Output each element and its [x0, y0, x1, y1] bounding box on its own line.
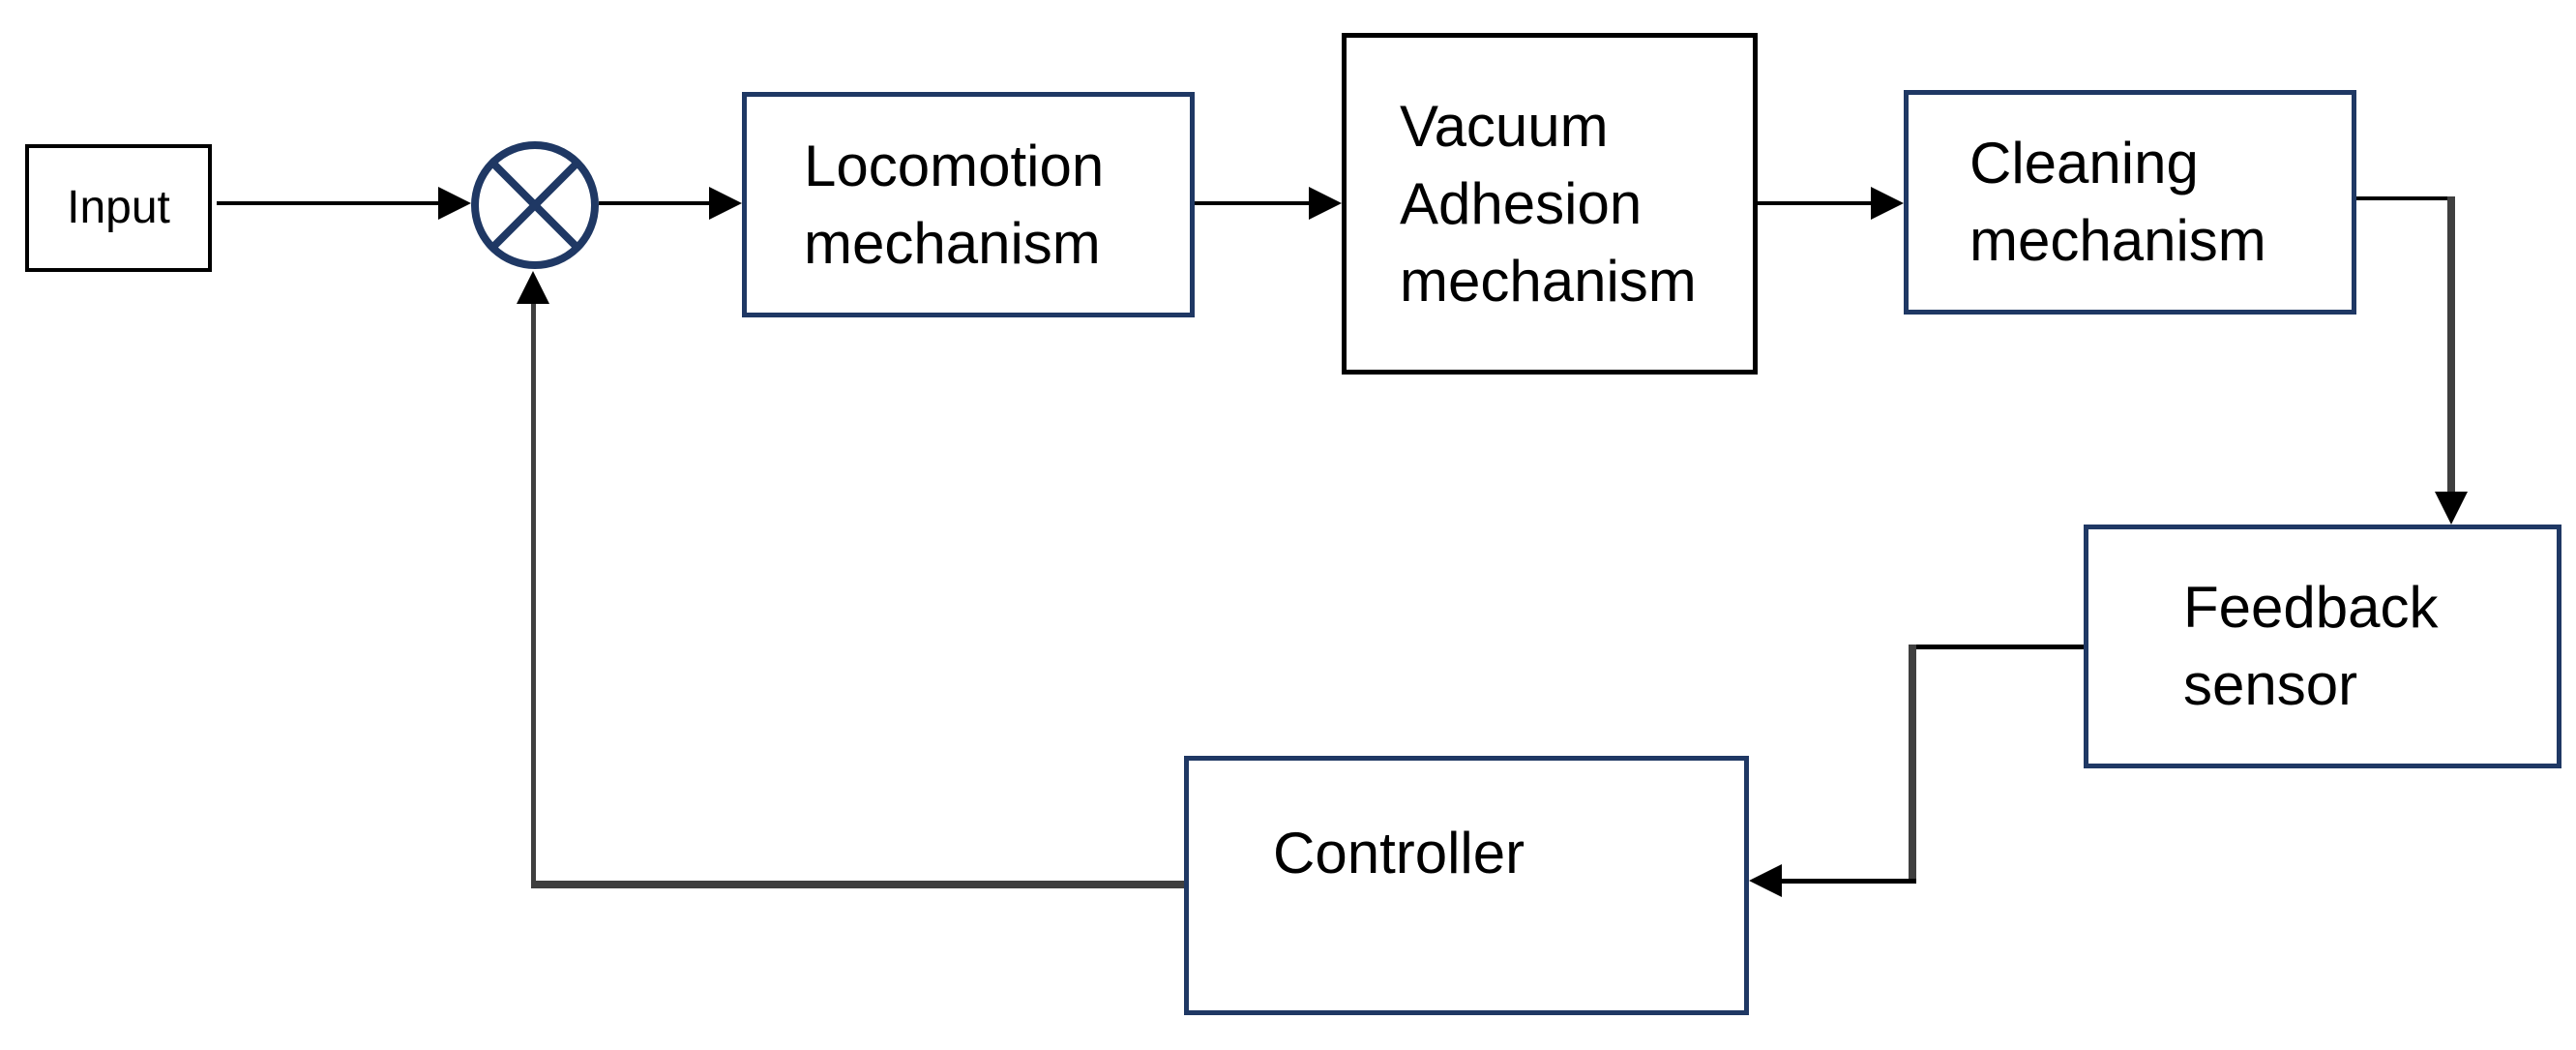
arrowhead-summing-to-locomotion-icon [709, 187, 742, 220]
vacuum-adhesion-mechanism-label: Vacuum Adhesion mechanism [1400, 93, 1697, 314]
input-label: Input [67, 182, 170, 233]
connector-feedback-up-vertical [531, 302, 536, 886]
arrowhead-vacuum-to-cleaning-icon [1871, 187, 1904, 220]
connector-cleaning-down-vertical [2447, 196, 2455, 492]
controller-block: Controller [1184, 756, 1749, 1015]
cleaning-mechanism-label: Cleaning mechanism [1969, 131, 2266, 273]
locomotion-mechanism-label: Locomotion mechanism [804, 133, 1105, 276]
feedback-sensor-label: Feedback sensor [2183, 575, 2439, 717]
connector-summing-to-locomotion [599, 201, 709, 205]
connector-locomotion-to-vacuum [1195, 201, 1309, 205]
connector-cleaning-out-horizontal [2356, 196, 2455, 200]
arrowhead-input-to-summing-icon [438, 187, 471, 220]
vacuum-adhesion-mechanism-block: Vacuum Adhesion mechanism [1342, 33, 1758, 375]
connector-into-controller-horizontal [1782, 879, 1916, 884]
cleaning-mechanism-block: Cleaning mechanism [1904, 90, 2356, 315]
summing-junction-icon [471, 141, 599, 269]
connector-vacuum-to-cleaning [1758, 201, 1871, 205]
arrowhead-locomotion-to-vacuum-icon [1309, 187, 1342, 220]
locomotion-mechanism-block: Locomotion mechanism [742, 92, 1195, 317]
connector-input-to-summing [217, 201, 438, 205]
arrowhead-into-feedback-icon [2435, 492, 2468, 525]
input-block: Input [25, 144, 212, 272]
feedback-sensor-block: Feedback sensor [2084, 525, 2561, 768]
connector-controller-out-horizontal [531, 881, 1184, 888]
connector-feedback-out-horizontal [1909, 645, 2084, 649]
arrowhead-into-controller-icon [1749, 864, 1782, 897]
connector-feedback-down-vertical [1909, 645, 1916, 884]
controller-label: Controller [1273, 821, 1525, 885]
arrowhead-into-summing-icon [517, 271, 549, 304]
